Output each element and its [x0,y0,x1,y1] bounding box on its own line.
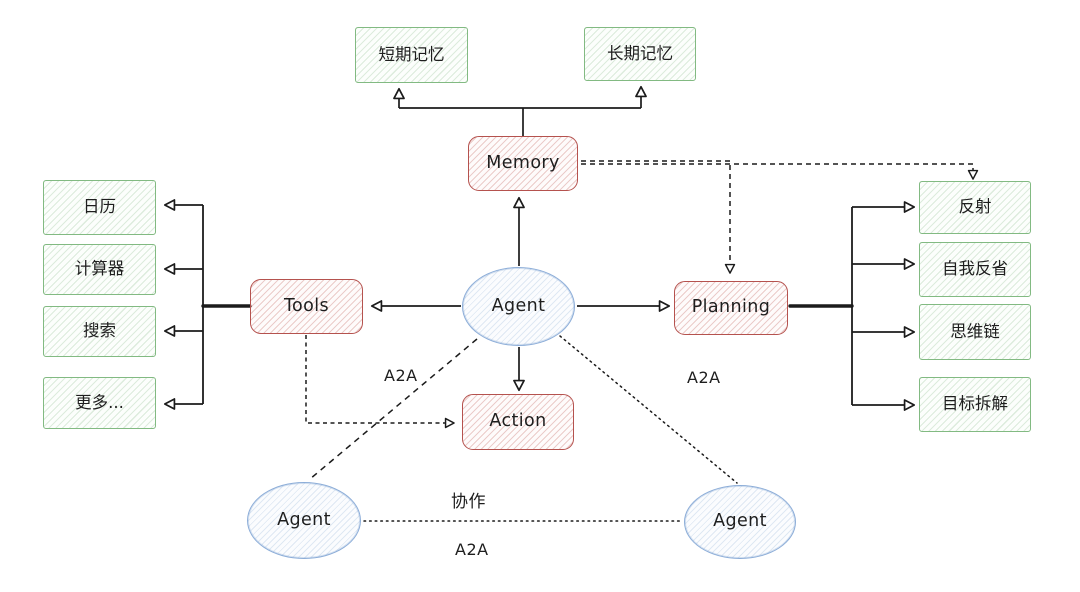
edge-memory-to-reflection-dashed [581,163,979,180]
node-agent-center: Agent [462,267,575,346]
node-planning: Planning [674,281,788,335]
node-agent-left: Agent [247,482,361,559]
node-long-term-memory: 长期记忆 [584,27,696,81]
node-memory: Memory [468,136,578,191]
edge-agent-to-agent-left-dashed [309,338,478,480]
node-calendar: 日历 [43,180,156,235]
node-reflection: 反射 [919,181,1031,234]
label-a2a-right: A2A [687,368,721,387]
node-search: 搜索 [43,306,156,357]
node-tools: Tools [250,279,363,334]
node-self-reflection: 自我反省 [919,242,1031,297]
node-goal-decomposition: 目标拆解 [919,377,1031,432]
label-collaboration: 协作 [451,492,486,512]
node-short-term-memory: 短期记忆 [355,27,468,83]
edge-tools-to-action-dashed [305,335,455,429]
node-agent-right: Agent [684,485,796,559]
edge-memory-to-planning-dashed [581,160,736,274]
node-chain-of-thought: 思维链 [919,304,1031,360]
edge-agent-to-agent-right-dotted [559,335,738,484]
node-calculator: 计算器 [43,244,156,295]
node-more: 更多... [43,377,156,429]
label-a2a-bottom: A2A [455,540,489,559]
label-a2a-left: A2A [384,366,418,385]
node-action: Action [462,394,574,450]
